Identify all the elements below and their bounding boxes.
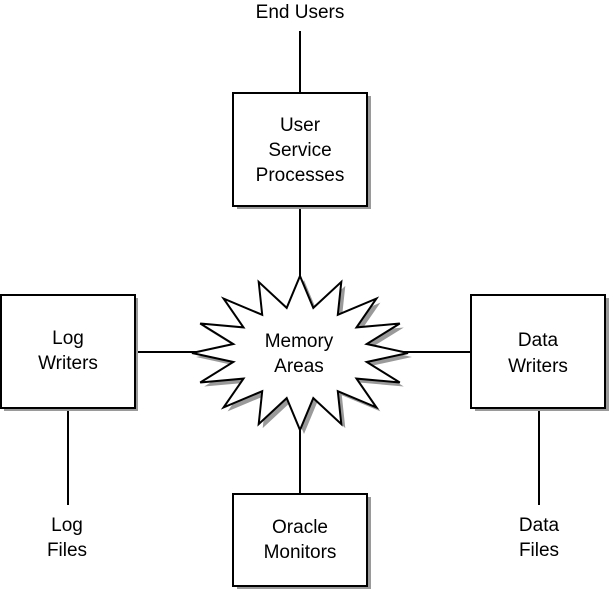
memory-areas-label-line2: Areas — [274, 356, 324, 377]
oracle-monitors-box: Oracle Monitors — [232, 493, 371, 589]
end-users-label: End Users — [256, 2, 345, 23]
memory-areas-burst: Memory Areas — [191, 273, 412, 434]
data-writers-box: Data Writers — [470, 294, 609, 411]
memory-areas-label-line1: Memory — [265, 331, 334, 352]
memory-burst-shape — [191, 273, 409, 433]
oracle-monitors-label-line1: Oracle — [272, 517, 328, 538]
user-service-label-line3: Processes — [256, 165, 345, 186]
log-files-label-line1: Log — [51, 515, 83, 536]
data-writers-label-line2: Writers — [508, 356, 568, 377]
user-service-processes-box: User Service Processes — [232, 92, 371, 209]
user-service-label-line1: User — [280, 115, 321, 136]
data-writers-label-line1: Data — [518, 330, 559, 351]
data-files-label-line2: Files — [519, 540, 559, 561]
user-service-label-line2: Service — [268, 140, 331, 161]
log-writers-label-line2: Writers — [38, 353, 98, 374]
log-writers-label-line1: Log — [52, 328, 84, 349]
log-writers-box: Log Writers — [0, 294, 138, 411]
log-files-label-line2: Files — [47, 540, 87, 561]
data-files-label-line1: Data — [519, 515, 560, 536]
oracle-monitors-label-line2: Monitors — [264, 542, 337, 563]
